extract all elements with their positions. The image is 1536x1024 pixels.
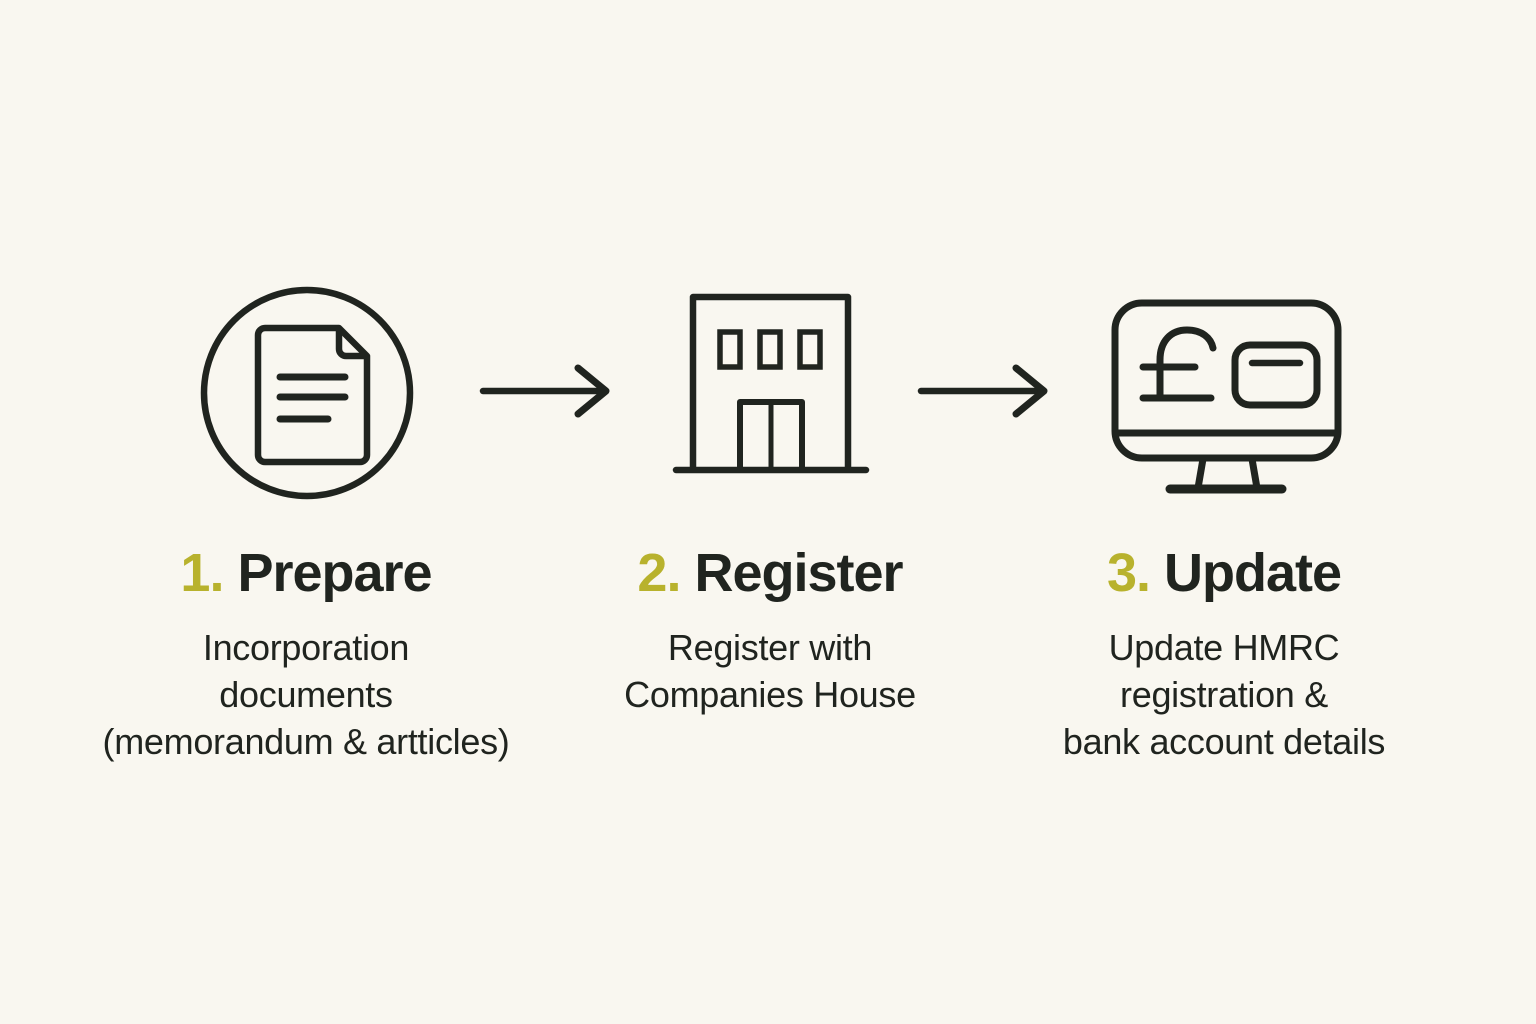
document-circle-icon: [197, 283, 417, 503]
step-3-desc-line: Update HMRC: [1108, 627, 1340, 668]
step-3-label: Update: [1164, 543, 1342, 603]
step-1-desc-line: Incorporation: [202, 627, 410, 668]
step-2-desc-line: Register with: [667, 627, 873, 668]
step-1: 1.Prepare Incorporation documents (memor…: [61, 542, 551, 765]
arrow-right-icon: [914, 362, 1056, 420]
step-3-description: Update HMRC registration & bank account …: [989, 624, 1459, 765]
step-3-desc-line: bank account details: [1062, 721, 1386, 762]
building-icon: [671, 291, 873, 477]
step-2-number: 2.: [637, 543, 681, 603]
step-2-desc-line: Companies House: [624, 674, 916, 715]
step-1-desc-line: documents: [219, 674, 393, 715]
step-1-desc-line: (memorandum & artticles): [102, 721, 510, 762]
step-2: 2.Register Register with Companies House: [545, 542, 995, 718]
step-1-label: Prepare: [237, 543, 432, 603]
step-1-number: 1.: [180, 543, 224, 603]
step-3-title: 3.Update: [989, 542, 1459, 604]
arrow-right-icon: [476, 362, 618, 420]
step-3-number: 3.: [1106, 543, 1151, 603]
step-2-label: Register: [694, 543, 903, 603]
step-2-title: 2.Register: [545, 542, 995, 604]
step-3-desc-line: registration &: [1120, 674, 1328, 715]
step-3: 3.Update Update HMRC registration & bank…: [989, 542, 1459, 765]
step-1-description: Incorporation documents (memorandum & ar…: [61, 624, 551, 765]
step-1-title: 1.Prepare: [61, 542, 551, 604]
step-2-description: Register with Companies House: [545, 624, 995, 718]
monitor-pound-icon: [1107, 296, 1347, 496]
